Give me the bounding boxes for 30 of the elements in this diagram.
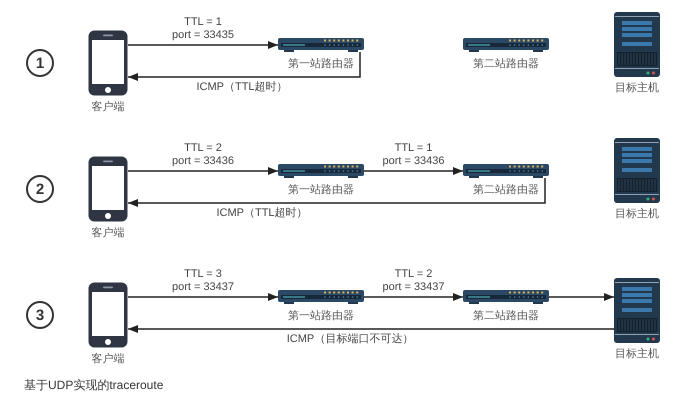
device-label: 第二站路由器 <box>473 183 539 197</box>
arrow <box>549 293 614 301</box>
arrow <box>364 293 463 301</box>
device-label: 第一站路由器 <box>288 57 354 71</box>
device-label: 第二站路由器 <box>473 57 539 71</box>
edge-label: TTL = 1 port = 33436 <box>380 142 447 168</box>
edge-label: TTL = 2 port = 33437 <box>380 268 447 294</box>
device-label: 目标主机 <box>615 347 659 361</box>
edge-label: TTL = 1 port = 33435 <box>170 16 236 42</box>
edge-label: TTL = 3 port = 33437 <box>170 268 236 294</box>
device-label: 目标主机 <box>615 81 659 95</box>
device-label: 客户端 <box>92 226 124 240</box>
device-label: 目标主机 <box>615 207 659 221</box>
arrow <box>128 325 614 333</box>
arrow <box>128 293 278 301</box>
device-label: 客户端 <box>92 100 124 114</box>
arrow <box>128 52 361 81</box>
step-number-circle: 2 <box>26 175 54 203</box>
arrow <box>128 178 546 207</box>
arrow <box>364 167 463 175</box>
caption: 基于UDP实现的traceroute <box>24 378 164 393</box>
arrow <box>128 41 278 49</box>
arrow <box>128 167 278 175</box>
edge-label: TTL = 2 port = 33436 <box>170 142 236 168</box>
step-number-circle: 3 <box>26 301 54 329</box>
device-label: 第一站路由器 <box>288 309 354 323</box>
device-label: 第二站路由器 <box>473 309 539 323</box>
step-number-circle: 1 <box>26 49 54 77</box>
device-label: 客户端 <box>92 352 124 366</box>
device-label: 第一站路由器 <box>288 183 354 197</box>
